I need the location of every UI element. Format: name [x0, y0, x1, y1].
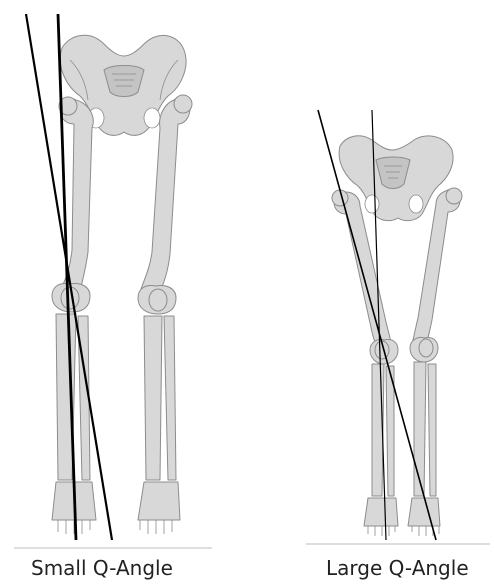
skeleton-small-q-angle — [26, 14, 192, 540]
shins-right-figure — [372, 362, 436, 496]
caption-large-q-angle: Large Q-Angle — [326, 556, 469, 580]
feet-right-figure — [364, 498, 440, 536]
feet-left-figure — [52, 482, 180, 534]
caption-small-q-angle: Small Q-Angle — [31, 556, 173, 580]
skeleton-large-q-angle — [318, 110, 462, 540]
